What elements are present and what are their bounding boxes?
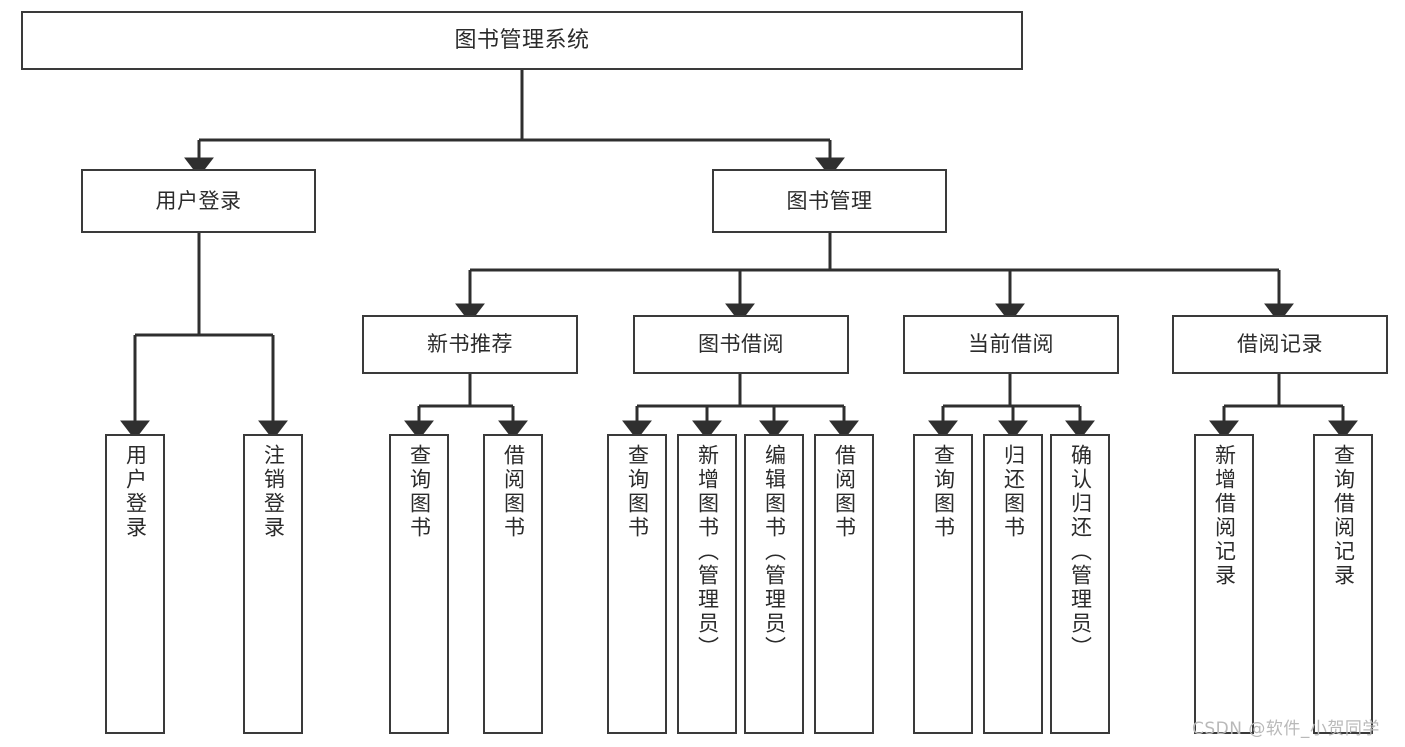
node-book-management[interactable]: 图书管理	[712, 169, 947, 233]
node-leaf-query-book-3[interactable]: 查询图书	[913, 434, 973, 734]
node-leaf-add-book[interactable]: 新增图书（管理员）	[677, 434, 737, 734]
node-leaf-query-book-2[interactable]: 查询图书	[607, 434, 667, 734]
node-current-borrow[interactable]: 当前借阅	[903, 315, 1119, 374]
node-leaf-query-book-2-label: 查询图书	[625, 444, 650, 540]
node-leaf-return-book[interactable]: 归还图书	[983, 434, 1043, 734]
node-book-borrow-label: 图书借阅	[698, 332, 784, 357]
node-leaf-query-book-1-label: 查询图书	[407, 444, 432, 540]
node-leaf-query-book-1[interactable]: 查询图书	[389, 434, 449, 734]
node-book-borrow[interactable]: 图书借阅	[633, 315, 849, 374]
node-leaf-edit-book[interactable]: 编辑图书（管理员）	[744, 434, 804, 734]
node-borrow-record[interactable]: 借阅记录	[1172, 315, 1388, 374]
node-leaf-borrow-book-1[interactable]: 借阅图书	[483, 434, 543, 734]
node-book-management-label: 图书管理	[786, 188, 873, 213]
node-user-login-label: 用户登录	[155, 188, 242, 213]
node-leaf-return-book-label: 归还图书	[1001, 444, 1026, 540]
node-leaf-add-record-label: 新增借阅记录	[1212, 444, 1237, 588]
node-leaf-borrow-book-2-label: 借阅图书	[832, 444, 857, 540]
node-leaf-query-book-3-label: 查询图书	[931, 444, 956, 540]
node-leaf-logout-label: 注销登录	[261, 444, 286, 540]
node-borrow-record-label: 借阅记录	[1237, 332, 1323, 357]
node-new-book-recommend-label: 新书推荐	[427, 332, 513, 357]
node-root-label: 图书管理系统	[454, 27, 590, 53]
node-new-book-recommend[interactable]: 新书推荐	[362, 315, 578, 374]
node-root[interactable]: 图书管理系统	[21, 11, 1023, 70]
node-leaf-logout[interactable]: 注销登录	[243, 434, 303, 734]
node-leaf-user-login[interactable]: 用户登录	[105, 434, 165, 734]
node-leaf-user-login-label: 用户登录	[123, 444, 148, 540]
node-leaf-borrow-book-2[interactable]: 借阅图书	[814, 434, 874, 734]
node-user-login[interactable]: 用户登录	[81, 169, 316, 233]
node-leaf-confirm-return-label: 确认归还（管理员）	[1068, 444, 1093, 660]
node-leaf-add-record[interactable]: 新增借阅记录	[1194, 434, 1254, 734]
node-leaf-query-record-label: 查询借阅记录	[1331, 444, 1356, 588]
node-leaf-borrow-book-1-label: 借阅图书	[501, 444, 526, 540]
node-leaf-query-record[interactable]: 查询借阅记录	[1313, 434, 1373, 734]
node-leaf-confirm-return[interactable]: 确认归还（管理员）	[1050, 434, 1110, 734]
node-current-borrow-label: 当前借阅	[968, 332, 1054, 357]
node-leaf-edit-book-label: 编辑图书（管理员）	[762, 444, 787, 660]
node-leaf-add-book-label: 新增图书（管理员）	[695, 444, 720, 660]
